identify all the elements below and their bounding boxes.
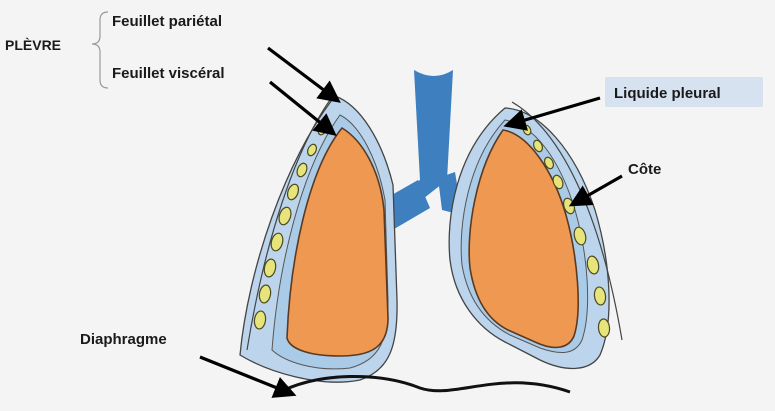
right-rib <box>543 156 555 170</box>
left-lung-group <box>239 95 398 383</box>
left-lung <box>286 126 389 357</box>
rib-label: Côte <box>628 161 661 178</box>
left-rib <box>286 183 300 201</box>
pleura-label: PLÈVRE <box>5 37 61 53</box>
right-lung <box>468 129 579 349</box>
diaphragm-arrow <box>199 355 297 398</box>
left-rib <box>296 162 308 178</box>
left-rib <box>306 143 318 157</box>
right-lung-group <box>448 101 623 370</box>
pleura-bracket <box>91 11 109 89</box>
left-rib <box>258 284 272 304</box>
diaphragm-line <box>279 374 571 394</box>
parietal-layer-arrow <box>267 46 341 103</box>
right-rib <box>532 139 544 153</box>
right-rib <box>552 174 564 190</box>
trachea-tube <box>386 70 453 228</box>
rib-arrow <box>568 174 623 207</box>
left-rib <box>270 232 284 252</box>
left-rib <box>253 310 267 330</box>
right-rib <box>586 255 600 275</box>
diaphragm-label: Diaphragme <box>80 331 167 348</box>
pleural-fluid-arrow <box>503 96 601 131</box>
visceral-layer-arrow <box>268 80 337 137</box>
left-rib <box>263 258 277 278</box>
right-rib <box>573 226 587 246</box>
visceral-layer-label: Feuillet viscéral <box>112 65 225 82</box>
trachea <box>383 70 462 232</box>
right-rib <box>597 318 611 338</box>
right-rib <box>593 286 607 306</box>
right-rib-cage-outline <box>511 101 623 341</box>
pleural-fluid-label: Liquide pleural <box>614 85 721 102</box>
left-rib <box>278 206 292 226</box>
pleural-fluid-label-box <box>605 77 763 107</box>
parietal-layer-label: Feuillet pariétal <box>112 13 222 30</box>
